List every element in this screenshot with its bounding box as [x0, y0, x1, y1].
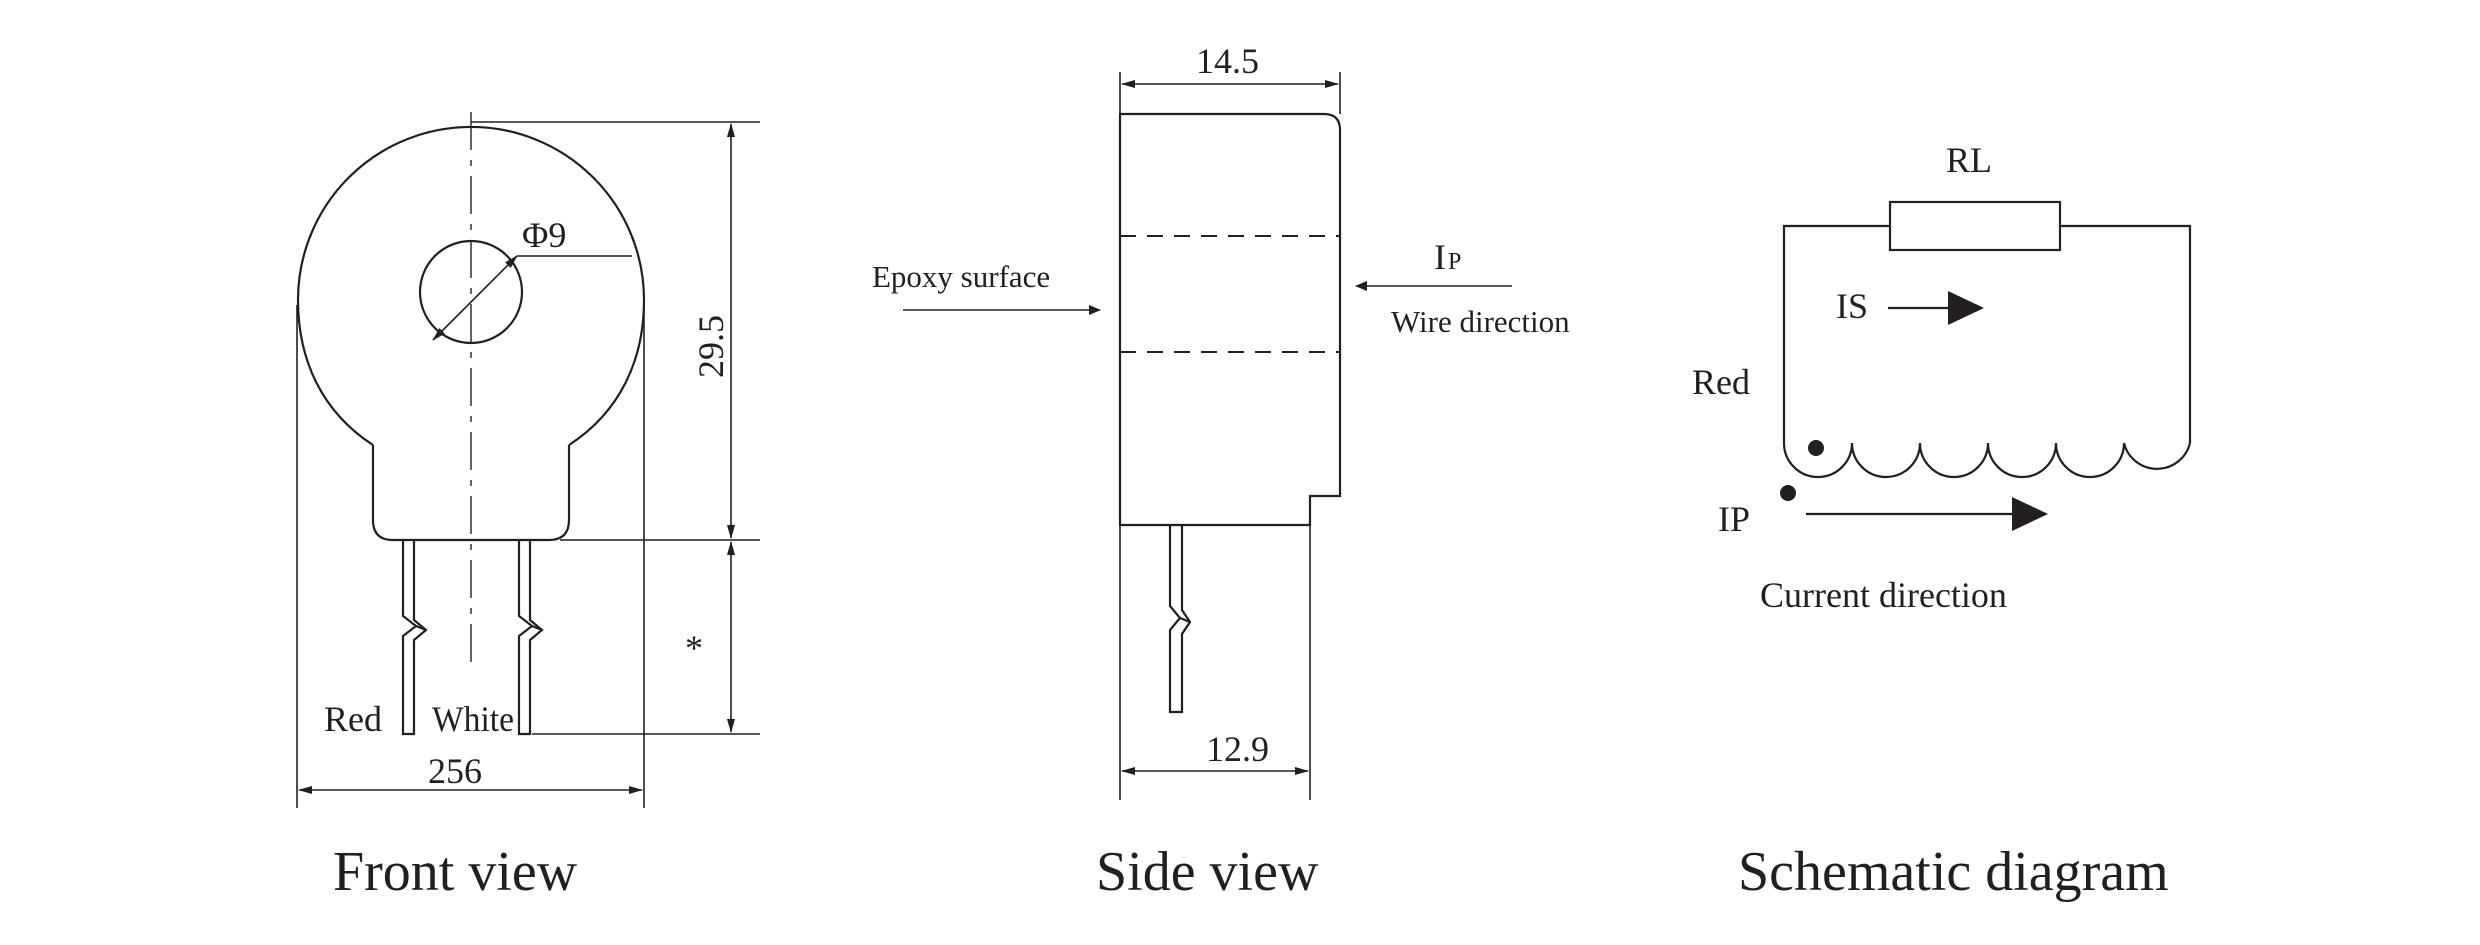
side-ip-main: I [1434, 237, 1446, 277]
schematic-is-label: IS [1836, 286, 1868, 326]
schematic-wire-right [2060, 224, 2192, 443]
side-view: 14.5 12.9 Epoxy surface IP Wire directio… [872, 41, 1570, 903]
front-width-dim: 256 [428, 751, 482, 791]
front-lead-right [517, 540, 544, 736]
side-epoxy-label: Epoxy surface [872, 259, 1050, 294]
front-bore-dim: Φ9 [522, 215, 566, 255]
schematic-wire-left [1782, 224, 1890, 443]
side-ip-label: IP [1434, 237, 1461, 277]
side-ip-sub: P [1448, 249, 1461, 275]
front-body-outline [371, 445, 571, 542]
side-view-title: Side view [1096, 841, 1319, 903]
schematic-red-label: Red [1692, 362, 1750, 402]
front-lead-red-label: Red [324, 699, 382, 739]
schematic-title: Schematic diagram [1738, 841, 2169, 903]
side-top-dim: 14.5 [1196, 41, 1259, 81]
side-lead [1168, 525, 1192, 714]
front-lead-dim: * [685, 628, 703, 668]
schematic-polarity-dot-secondary [1808, 440, 1824, 456]
schematic-diagram: RL IS IP Red Current direction Schematic… [1692, 140, 2192, 903]
side-bottom-dim: 12.9 [1206, 729, 1269, 769]
front-view-title: Front view [333, 841, 578, 903]
front-bore-dim-line [432, 255, 518, 341]
schematic-rl-label: RL [1946, 140, 1992, 180]
schematic-resistor-rl [1888, 200, 2062, 252]
schematic-ip-label: IP [1718, 499, 1750, 539]
schematic-polarity-dot-primary [1780, 485, 1796, 501]
schematic-coil [1782, 442, 2192, 479]
front-height-dim: 29.5 [691, 315, 731, 378]
front-view: Φ9 29.5 * 256 Red White Front view [296, 112, 760, 903]
side-body-outline [1118, 112, 1342, 527]
schematic-current-label: Current direction [1760, 575, 2007, 615]
front-bore-circle [418, 239, 524, 345]
side-wire-label: Wire direction [1391, 304, 1570, 339]
front-lead-white-label: White [432, 699, 514, 739]
front-lead-left [401, 540, 428, 736]
